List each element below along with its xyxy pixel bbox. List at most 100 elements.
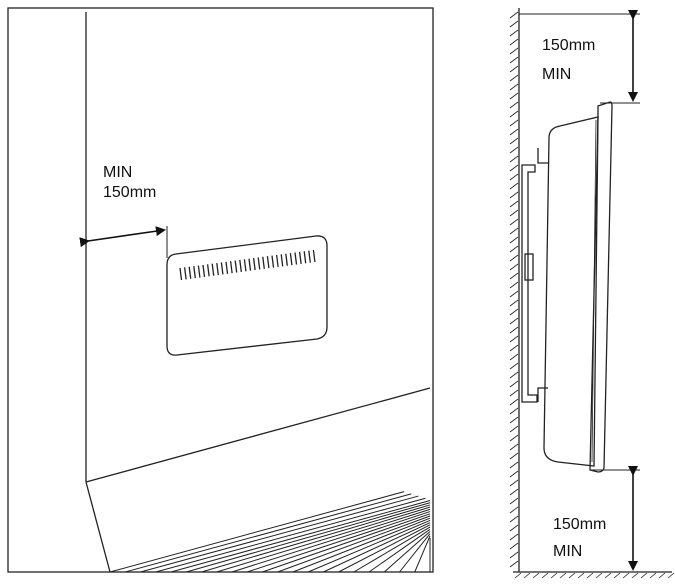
floor-board-line	[140, 496, 418, 572]
wall-hatch-line	[510, 435, 518, 441]
wall-hatch-line	[510, 255, 518, 261]
wall-hatch-line	[510, 192, 518, 198]
floor-edge-line	[86, 388, 430, 482]
wall-hatch-line	[510, 516, 518, 522]
floor-board-line	[217, 507, 430, 572]
wall-hatch-line	[510, 147, 518, 153]
grille-slot	[286, 254, 288, 266]
grille-slot	[272, 256, 274, 268]
floor-hatch-line	[596, 573, 602, 578]
wall-hatch-line	[510, 480, 518, 486]
grille-slot	[258, 257, 260, 269]
floor-hatch-line	[578, 573, 584, 578]
wall-hatch-line	[510, 102, 518, 108]
wall-hatch-line	[510, 318, 518, 324]
wall-hatch-line	[510, 246, 518, 252]
side-clearance-arrow	[88, 230, 164, 241]
wall-hatch-line	[510, 156, 518, 162]
wall-hatch-line	[510, 291, 518, 297]
wall-hatch-line	[510, 390, 518, 396]
floor-hatch-line	[524, 573, 530, 578]
wall-hatch-line	[510, 444, 518, 450]
wall-hatch-line	[510, 489, 518, 495]
bracket-hook-bottom	[538, 388, 548, 402]
grille-slot	[254, 258, 256, 270]
front-view-frame	[8, 8, 433, 572]
wall-hatch-line	[510, 21, 518, 27]
wall-hatch-line	[510, 48, 518, 54]
grille-slot	[240, 260, 242, 272]
wall-hatch-line	[510, 165, 518, 171]
side-clearance-label-min: MIN	[103, 164, 132, 181]
heater-front-panel	[590, 102, 612, 472]
wall-hatch-line	[510, 399, 518, 405]
wall-hatch-line	[510, 57, 518, 63]
wall-hatch-line	[510, 543, 518, 549]
wall-hatch-line	[510, 282, 518, 288]
wall-hatch-line	[510, 228, 518, 234]
wall-hatch-line	[510, 111, 518, 117]
wall-hatch-line	[510, 273, 518, 279]
wall-hatch-line	[510, 471, 518, 477]
floor-board-line	[171, 500, 430, 572]
grille-slot	[244, 259, 246, 271]
grille-slot	[226, 262, 228, 274]
wall-hatch-line	[510, 561, 518, 567]
wall-hatch-line	[510, 372, 518, 378]
floor-board-line	[186, 503, 430, 572]
grille-slot	[212, 264, 214, 276]
wall-hatch-line	[510, 30, 518, 36]
grille-slot	[309, 251, 311, 263]
wall-hatch-line	[510, 426, 518, 432]
wall-bracket	[522, 165, 537, 402]
grille-slot	[217, 263, 219, 275]
floor-hatch-line	[569, 573, 575, 578]
wall-hatch-line	[510, 138, 518, 144]
grille-slot	[194, 266, 196, 278]
floor-board-line	[247, 512, 430, 572]
grille-slot	[267, 256, 269, 268]
floor-board-line	[323, 523, 430, 572]
grille-slot	[304, 251, 306, 263]
wall-hatch-line	[510, 93, 518, 99]
wall-hatch-line	[510, 336, 518, 342]
grille-slot	[203, 265, 205, 277]
heater-side-body	[544, 117, 598, 466]
grille-slot	[180, 268, 182, 280]
wall-hatch-line	[510, 354, 518, 360]
wall-hatch-line	[510, 408, 518, 414]
wall-hatch-line	[510, 219, 518, 225]
floor-hatch-line	[632, 573, 638, 578]
wall-hatch-line	[510, 552, 518, 558]
wall-hatch-line	[510, 345, 518, 351]
floor-hatch-line	[650, 573, 656, 578]
floor-hatching	[515, 573, 674, 578]
floor-hatch-line	[614, 573, 620, 578]
grille-slot	[185, 267, 187, 279]
wall-hatch-line	[510, 327, 518, 333]
floor-hatch-line	[587, 573, 593, 578]
grille-slot	[313, 250, 315, 262]
wall-hatch-line	[510, 129, 518, 135]
side-view	[510, 8, 674, 578]
wall-hatch-line	[510, 66, 518, 72]
wall-hatch-line	[510, 534, 518, 540]
floor-hatch-line	[533, 573, 539, 578]
wall-hatch-line	[510, 300, 518, 306]
bracket-hook-top	[538, 148, 548, 163]
wall-hatch-line	[510, 120, 518, 126]
bracket-clip	[525, 254, 533, 280]
wall-hatch-line	[510, 210, 518, 216]
floor-hatch-line	[659, 573, 665, 578]
front-view	[8, 8, 433, 572]
wall-hatch-line	[510, 39, 518, 45]
wall-hatch-line	[510, 381, 518, 387]
bottom-clearance-label-value: 150mm	[553, 516, 606, 533]
grille-slot	[231, 261, 233, 273]
floor-hatch-line	[560, 573, 566, 578]
heater-front-body	[167, 236, 327, 355]
wall-hatch-line	[510, 462, 518, 468]
grille-slot	[263, 257, 265, 269]
wall-hatch-line	[510, 75, 518, 81]
